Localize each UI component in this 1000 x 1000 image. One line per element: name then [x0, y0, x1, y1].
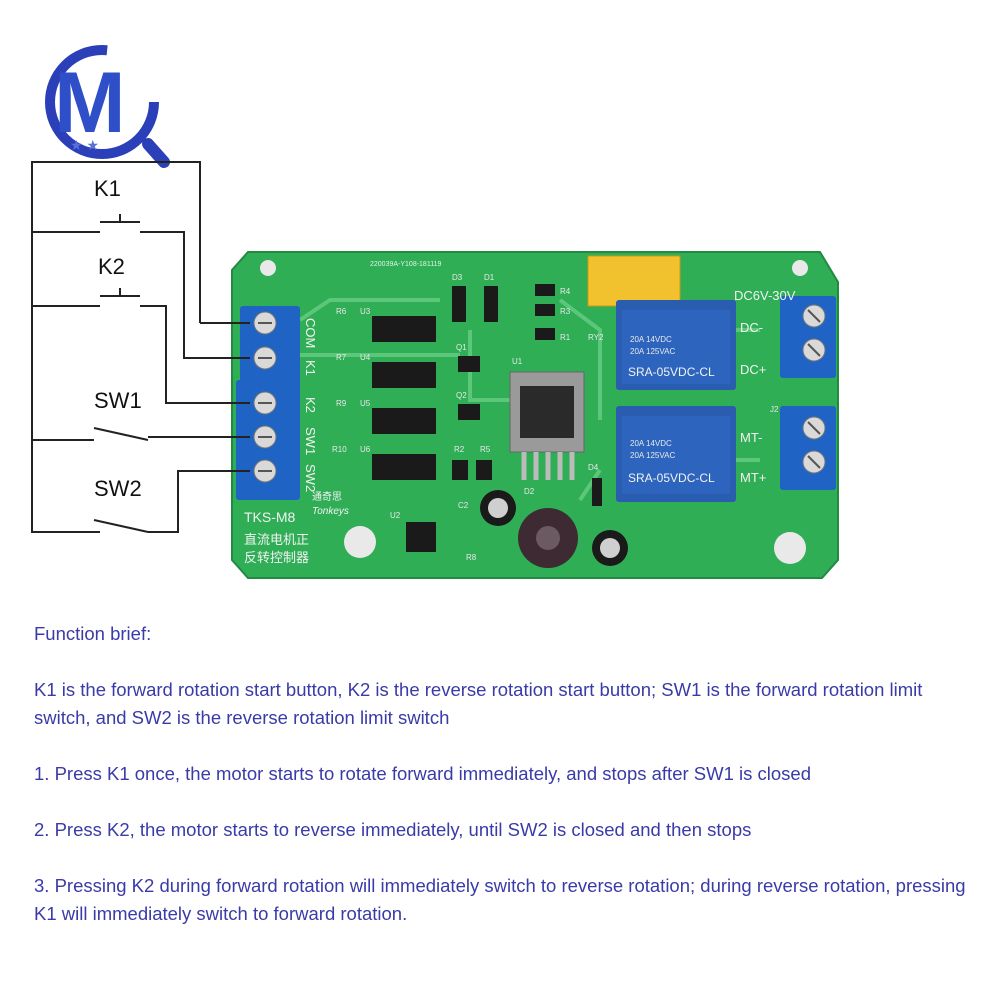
push-button-k1	[100, 214, 140, 223]
wiring-diagram: 220039A-Y108-181119 COM K1 K2 SW1 SW2	[31, 161, 839, 579]
brand-logo: M ★ ★	[45, 45, 170, 168]
designator: R1	[560, 333, 571, 342]
terminal-label-k1: K1	[303, 360, 318, 376]
input-terminal-block	[236, 306, 300, 500]
designator: U4	[360, 353, 371, 362]
push-button-k2	[100, 288, 140, 297]
board-serial: 220039A-Y108-181119	[370, 261, 441, 268]
designator: D2	[524, 487, 535, 496]
designator: U2	[390, 511, 401, 520]
designator: R7	[336, 353, 347, 362]
designator: D4	[588, 463, 599, 472]
designator: R10	[332, 445, 347, 454]
optocouplers	[372, 316, 436, 480]
terminal-label-com: COM	[303, 318, 318, 348]
power-voltage-label: DC6V-30V	[734, 288, 796, 303]
designator: U6	[360, 445, 371, 454]
relay-1: 20A 14VDC 20A 125VAC SRA-05VDC-CL	[616, 300, 736, 390]
limit-switch-sw1	[93, 427, 149, 441]
board-title-line2: 反转控制器	[244, 550, 309, 565]
logo-letter: M	[54, 55, 126, 151]
terminal-label-sw2: SW2	[303, 464, 318, 492]
wiring-lines	[31, 161, 250, 533]
designator: R3	[560, 307, 571, 316]
relay-rating: 20A 125VAC	[630, 451, 675, 460]
designator: R9	[336, 399, 347, 408]
optocoupler-u3	[372, 316, 436, 342]
designator: R2	[454, 445, 465, 454]
optocoupler-u4	[372, 362, 436, 388]
function-step-2: 2. Press K2, the motor starts to reverse…	[34, 819, 752, 840]
function-brief-heading: Function brief:	[34, 623, 152, 644]
designator: U5	[360, 399, 371, 408]
optocoupler-u5	[372, 408, 436, 434]
logo-ring	[45, 45, 159, 159]
terminal-label-dc-plus: DC+	[740, 362, 766, 377]
designator: U3	[360, 307, 371, 316]
board-brand-cn: 通奇思	[312, 490, 342, 503]
logo-stars: ★ ★	[70, 137, 99, 153]
power-terminal-block	[780, 296, 836, 378]
chip-u2	[406, 522, 436, 552]
relay-model-label: SRA-05VDC-CL	[628, 471, 715, 485]
relay-model-label: SRA-05VDC-CL	[628, 365, 715, 379]
designator: C2	[458, 501, 469, 510]
board-brand: Tonkeys	[312, 506, 349, 517]
function-brief: Function brief: K1 is the forward rotati…	[34, 620, 984, 956]
logo-tail	[142, 138, 170, 168]
relay-rating: 20A 125VAC	[630, 347, 675, 356]
film-capacitor	[587, 255, 681, 307]
label-k1: K1	[94, 176, 121, 201]
function-intro: K1 is the forward rotation start button,…	[34, 679, 923, 728]
terminal-label-sw1: SW1	[303, 427, 318, 455]
designator: R8	[466, 553, 477, 562]
designator: U1	[512, 357, 523, 366]
terminal-label-dc-minus: DC-	[740, 320, 763, 335]
terminal-label-k2: K2	[303, 397, 318, 413]
label-sw1: SW1	[94, 388, 142, 413]
designator: D3	[452, 273, 463, 282]
limit-switch-sw2	[93, 519, 149, 533]
designator: RY2	[588, 333, 604, 342]
voltage-regulator	[509, 371, 585, 480]
designator: R5	[480, 445, 491, 454]
board-title-line1: 直流电机正	[244, 532, 309, 547]
designator: Q2	[456, 391, 467, 400]
function-step-3: 3. Pressing K2 during forward rotation w…	[34, 875, 966, 924]
designator: J2	[770, 405, 779, 414]
designator: R4	[560, 287, 571, 296]
relay-rating: 20A 14VDC	[630, 439, 672, 448]
designator: R6	[336, 307, 347, 316]
label-k2: K2	[98, 254, 125, 279]
designator: Q1	[456, 343, 467, 352]
optocoupler-u6	[372, 454, 436, 480]
designator: D1	[484, 273, 495, 282]
motor-terminal-block	[780, 406, 836, 490]
function-step-1: 1. Press K1 once, the motor starts to ro…	[34, 763, 811, 784]
board-model: TKS-M8	[244, 509, 296, 525]
terminal-label-mt-plus: MT+	[740, 470, 766, 485]
terminal-label-mt-minus: MT-	[740, 430, 762, 445]
label-sw2: SW2	[94, 476, 142, 501]
relay-2: 20A 14VDC 20A 125VAC SRA-05VDC-CL	[616, 406, 736, 502]
relay-rating: 20A 14VDC	[630, 335, 672, 344]
